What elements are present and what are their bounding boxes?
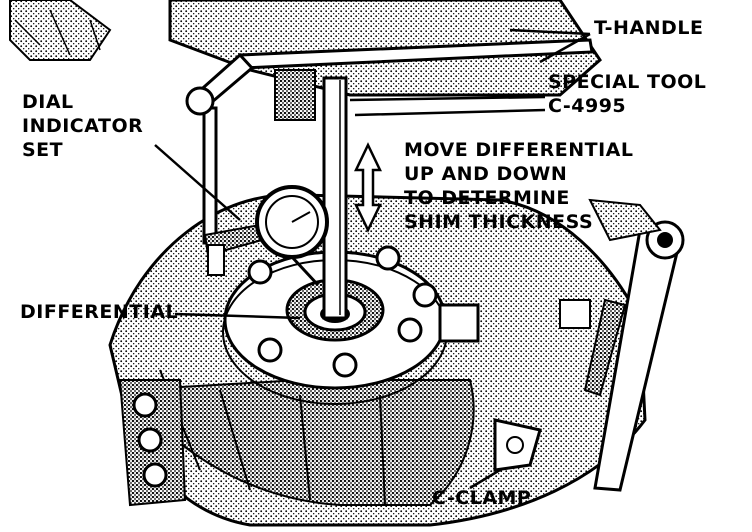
label-dial-indicator: DIAL INDICATOR SET (22, 90, 143, 162)
leader-t-handle (509, 28, 591, 64)
instruction-line: SHIM THICKNESS (404, 211, 594, 233)
instruction-line: TO DETERMINE (404, 187, 570, 209)
label-dial-line: SET (22, 139, 64, 161)
frame-edge (9, 0, 112, 61)
bolt (132, 392, 158, 418)
cover-bolt (375, 245, 401, 271)
label-special-tool-line: SPECIAL TOOL (548, 71, 707, 93)
label-differential: DIFFERENTIAL (20, 301, 179, 323)
instruction-line: UP AND DOWN (404, 163, 568, 185)
leader-differential (174, 312, 301, 320)
leader-special-tool (349, 95, 546, 117)
cover-bolt (332, 352, 358, 378)
cover-bolt (257, 337, 283, 363)
label-dial-line: INDICATOR (22, 115, 144, 137)
cover-bolt (412, 282, 438, 308)
leader-dial (154, 144, 241, 221)
instruction-line: MOVE DIFFERENTIAL (404, 139, 634, 161)
label-dial-line: DIAL (22, 91, 74, 113)
lower-case (128, 379, 475, 506)
cover-bolt (247, 259, 273, 285)
cover-bolt (397, 317, 423, 343)
label-instruction: MOVE DIFFERENTIAL UP AND DOWN TO DETERMI… (404, 138, 633, 234)
bolt (137, 427, 163, 453)
up-down-arrow (354, 142, 382, 233)
special-tool-rod (322, 76, 348, 320)
label-t-handle: T-HANDLE (594, 17, 704, 39)
label-c-clamp: C-CLAMP (432, 487, 532, 509)
bolt (142, 462, 168, 488)
label-special-tool-line: C-4995 (548, 95, 627, 117)
label-special-tool: SPECIAL TOOL C-4995 (548, 70, 706, 118)
leader-c-clamp (469, 468, 501, 490)
c-clamp-screw (583, 298, 627, 397)
